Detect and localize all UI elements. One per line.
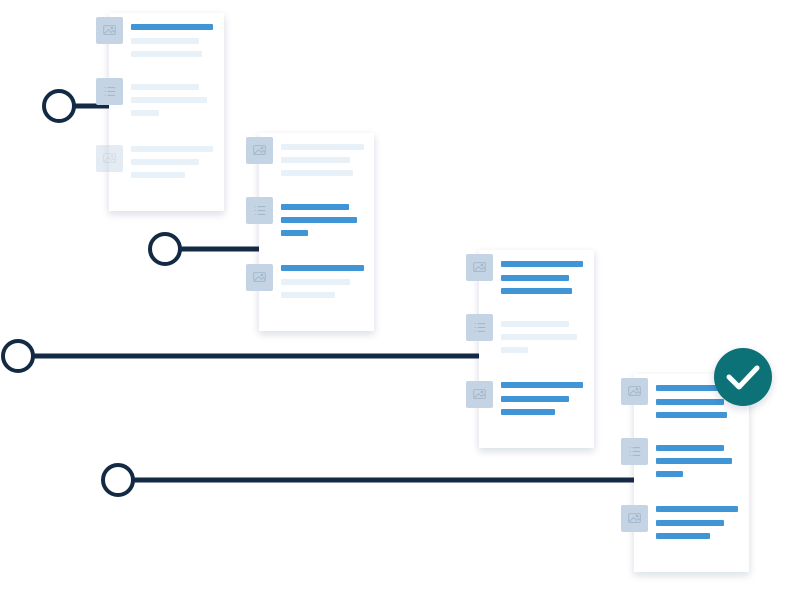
text-line bbox=[281, 157, 350, 163]
connector-1 bbox=[42, 89, 112, 123]
connector-node bbox=[101, 463, 135, 497]
document-card-3 bbox=[466, 250, 594, 448]
connector-2 bbox=[148, 232, 262, 266]
connector-node bbox=[42, 89, 76, 123]
card-section-image bbox=[96, 145, 123, 172]
card-section-image bbox=[246, 264, 364, 298]
card-section-image bbox=[246, 137, 364, 176]
connector-4 bbox=[101, 463, 637, 497]
text-line bbox=[656, 412, 727, 418]
text-line bbox=[501, 396, 569, 402]
text-line bbox=[656, 533, 710, 539]
card-section-image bbox=[466, 254, 583, 294]
text-line bbox=[501, 334, 577, 340]
text-line bbox=[656, 506, 738, 512]
text-line bbox=[281, 170, 353, 176]
card-section-list bbox=[621, 438, 732, 477]
text-line bbox=[281, 144, 364, 150]
document-card-2 bbox=[246, 133, 374, 331]
text-line bbox=[131, 159, 199, 165]
check-badge bbox=[714, 348, 772, 406]
text-line bbox=[501, 409, 555, 415]
text-line bbox=[131, 172, 185, 178]
connector-3 bbox=[1, 339, 482, 373]
text-line bbox=[281, 230, 308, 236]
text-line bbox=[131, 24, 213, 30]
check-icon bbox=[726, 365, 760, 390]
text-line bbox=[501, 261, 583, 267]
document-card-4 bbox=[621, 374, 749, 572]
text-line bbox=[281, 217, 357, 223]
text-line bbox=[656, 520, 724, 526]
card-section-text bbox=[131, 146, 213, 178]
text-line bbox=[281, 292, 335, 298]
card-section-list bbox=[246, 197, 357, 236]
text-line bbox=[131, 38, 199, 44]
text-line bbox=[656, 471, 683, 477]
text-line bbox=[501, 321, 569, 327]
text-line bbox=[281, 204, 349, 210]
text-line bbox=[131, 146, 213, 152]
document-card-1 bbox=[96, 13, 224, 211]
text-line bbox=[501, 288, 572, 294]
text-line bbox=[656, 399, 724, 405]
card-section-image bbox=[96, 17, 213, 57]
text-line bbox=[131, 51, 202, 57]
text-line bbox=[281, 279, 350, 285]
text-line bbox=[281, 265, 364, 271]
text-line bbox=[131, 110, 159, 116]
card-section-list bbox=[96, 78, 207, 116]
text-line bbox=[131, 84, 199, 90]
card-section-image bbox=[621, 378, 738, 418]
card-section-image bbox=[466, 381, 583, 415]
card-section-image bbox=[621, 505, 738, 539]
text-line bbox=[501, 382, 583, 388]
connector-node bbox=[148, 232, 182, 266]
text-line bbox=[501, 275, 569, 281]
check-badge-circle bbox=[714, 348, 772, 406]
connector-node bbox=[1, 339, 35, 373]
text-line bbox=[501, 347, 528, 353]
card-section-list bbox=[466, 314, 577, 353]
text-line bbox=[656, 445, 724, 451]
text-line bbox=[131, 97, 207, 103]
text-line bbox=[656, 458, 732, 464]
